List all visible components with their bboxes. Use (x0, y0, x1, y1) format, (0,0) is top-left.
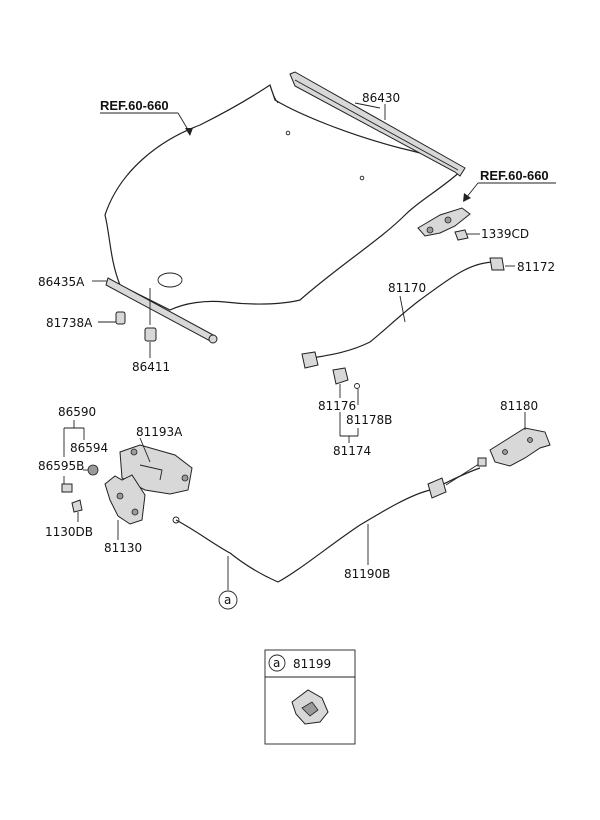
label-81193A: 81193A (136, 425, 183, 439)
label-1339CD: 1339CD (481, 227, 529, 241)
hood-panel (104, 84, 463, 311)
label-86435A: 86435A (38, 275, 85, 289)
release-cable-81190B: 81190B (172, 457, 487, 583)
label-81170: 81170 (388, 281, 426, 295)
hood-latch-81130: 81130 1130DB (45, 474, 146, 555)
bumper-81738A: 81738A (46, 311, 126, 330)
label-81190B: 81190B (344, 567, 390, 581)
cable-clip-81174: 81176 81178B 81174 (318, 367, 392, 458)
inset-part-number: 81199 (293, 657, 331, 671)
ref-hood-callout: REF.60-660 (100, 98, 193, 136)
callout-a-letter: a (224, 593, 231, 607)
label-81178B: 81178B (346, 413, 392, 427)
label-81172: 81172 (517, 260, 555, 274)
label-81738A: 81738A (46, 316, 93, 330)
ref-latch-label: REF.60-660 (480, 168, 549, 183)
ref-hood-label: REF.60-660 (100, 98, 169, 113)
label-86594: 86594 (70, 441, 108, 455)
bumper-86411: 86411 (132, 327, 170, 374)
callout-a: a (218, 556, 238, 610)
hood-latch-striker: 1339CD (417, 207, 529, 241)
label-81180: 81180 (500, 399, 538, 413)
label-86595B: 86595B (38, 459, 84, 473)
inset-81199: a 81199 (264, 649, 356, 745)
label-1130DB: 1130DB (45, 525, 93, 539)
label-81176: 81176 (318, 399, 356, 413)
release-cable-81170: 81172 81170 (301, 257, 555, 369)
label-86590: 86590 (58, 405, 96, 419)
label-86411: 86411 (132, 360, 170, 374)
latch-fastener-group: 86590 86594 86595B (38, 405, 108, 493)
label-81174: 81174 (333, 444, 371, 458)
hood-seal-86435A: 86435A (38, 275, 218, 344)
label-86430: 86430 (362, 91, 400, 105)
release-handle-81180: 81180 (489, 399, 551, 467)
ref-latch-callout: REF.60-660 (463, 168, 556, 202)
weatherstrip-86430: 86430 (289, 71, 466, 177)
label-81130: 81130 (104, 541, 142, 555)
inset-marker: a (273, 656, 280, 670)
